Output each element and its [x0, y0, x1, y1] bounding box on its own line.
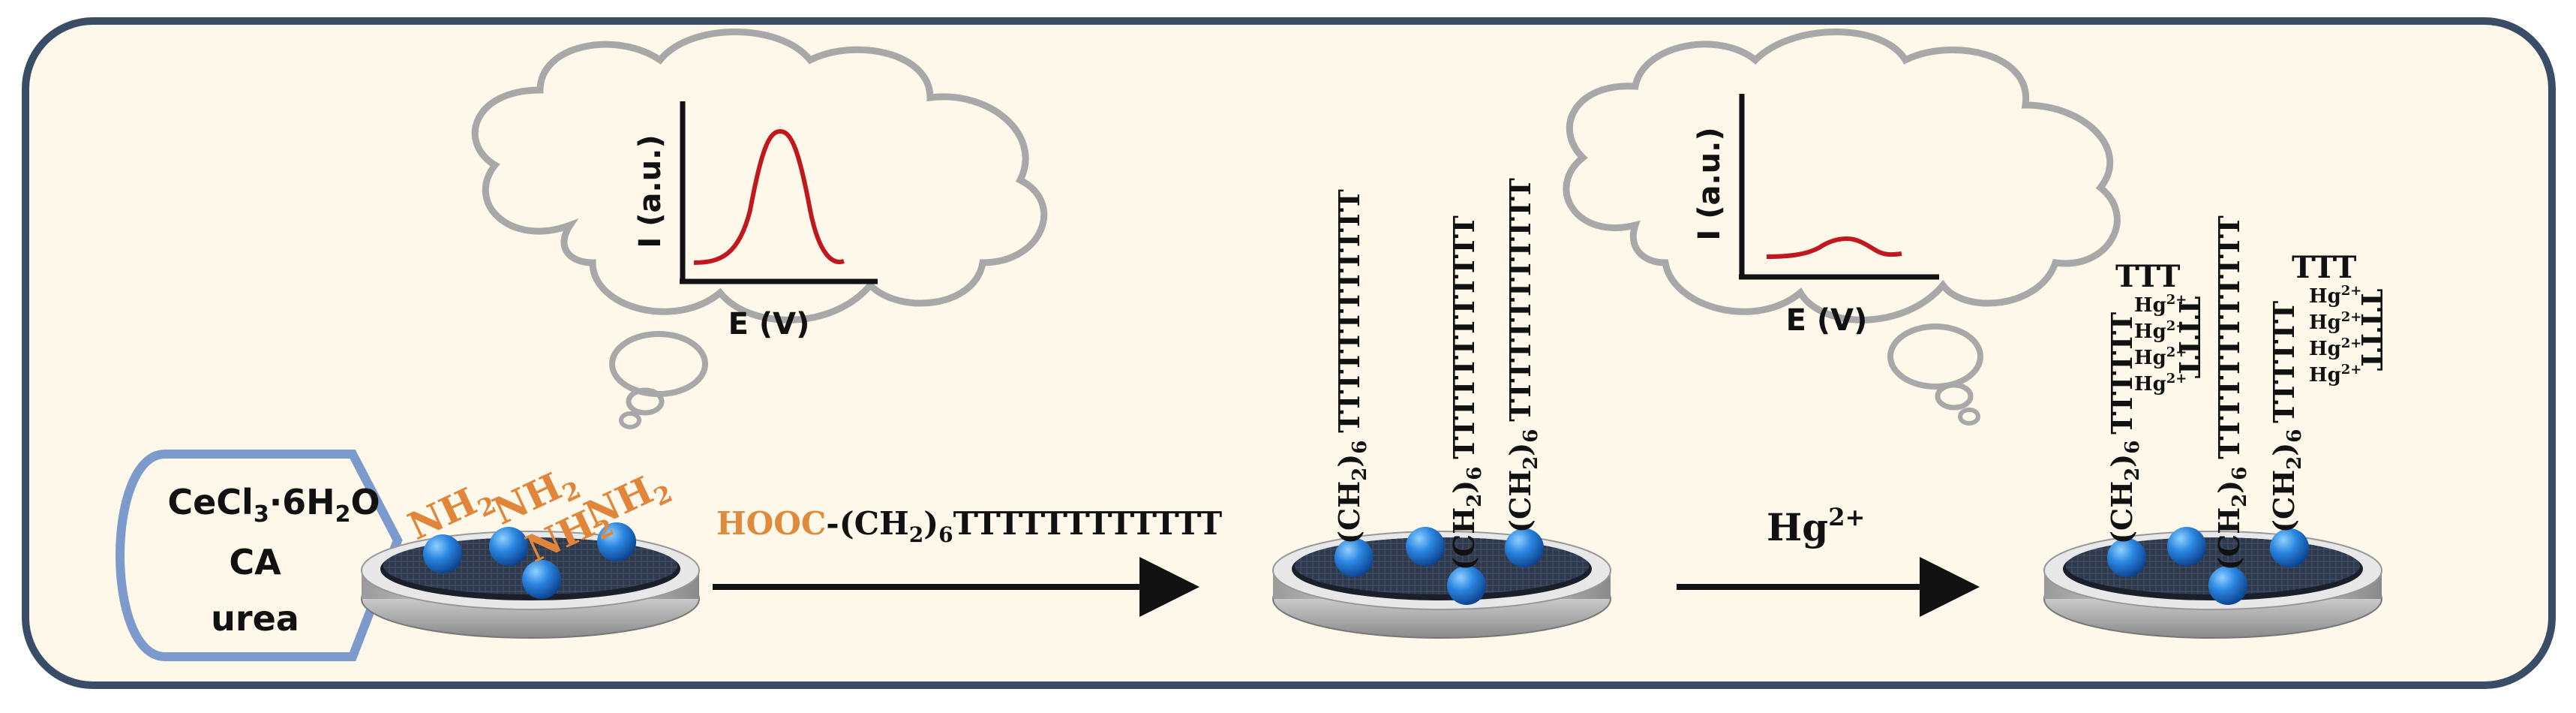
- nanoparticle-bead: [1406, 527, 1445, 566]
- nanoparticle-bead: [2107, 538, 2146, 577]
- folded-strand: (CH2)6TTTTTT: [2267, 301, 2306, 533]
- hg-ion: Hg2+: [2134, 318, 2187, 343]
- nanoparticle-bead: [2167, 527, 2206, 566]
- amine-groups: NH2 NH2 NH2 NH2: [401, 464, 677, 571]
- nanoparticle-bead: [1505, 528, 1544, 567]
- dna-strand: (CH2)6TTTTTTTTTTTT: [1503, 178, 1542, 533]
- step-1-reagent-label: HOOC-(CH2)6TTTTTTTTTTTT: [716, 505, 1222, 547]
- dna-strand: (CH2)6TTTTTTTTTTTT: [1447, 215, 1486, 570]
- cloud-outline: [471, 29, 1048, 323]
- loop-side-t: TTTT: [2172, 296, 2206, 378]
- hg-ion: Hg2+: [2309, 283, 2361, 308]
- cloud-bubble-medium: [626, 387, 665, 416]
- cloud-bubble-small: [619, 411, 641, 429]
- hg-ion: Hg2+: [2134, 344, 2187, 369]
- loop-top-t: TTT: [2115, 259, 2181, 294]
- thought-cloud-high: [471, 29, 1048, 429]
- hg-ion: Hg2+: [2309, 335, 2361, 360]
- cloud-bubble-small: [1958, 408, 1980, 426]
- cloud-outline: [1563, 29, 2121, 323]
- nanoparticle-bead: [489, 527, 528, 566]
- step-2-ion-label: Hg2+: [1767, 503, 1865, 549]
- x-axis-label: E (V): [1786, 303, 1868, 338]
- voltammogram-low: I (a.u.) E (V): [1692, 94, 1939, 338]
- nanoparticle-bead: [2270, 528, 2309, 567]
- dna-strand: (CH2)6TTTTTTTTTTTT: [1332, 189, 1371, 544]
- hg-ion-stack: Hg2+ Hg2+ Hg2+ Hg2+: [2309, 283, 2361, 387]
- hg-ion: Hg2+: [2134, 292, 2187, 317]
- nanoparticle-bead: [597, 522, 636, 561]
- electrode-amine: [361, 522, 700, 639]
- low-peak-curve: [1766, 236, 1902, 259]
- dna-strand: (CH2)6TTTTTTTTTTTT: [2212, 215, 2251, 570]
- voltammogram-high: I (a.u.) E (V): [633, 101, 878, 341]
- folded-strand: (CH2)6TTTTTT: [2105, 312, 2144, 544]
- nanoparticle-bead: [2208, 566, 2247, 605]
- precursor-line-1: CeCl3·6H2O: [167, 482, 380, 528]
- high-peak-curve: [693, 128, 845, 265]
- loop-top-t: TTT: [2292, 250, 2357, 285]
- loop-side-t: TTTT: [2355, 289, 2388, 371]
- step-2-reaction: Hg2+: [1677, 503, 1980, 617]
- thought-cloud-low: [1563, 29, 2121, 426]
- cloud-bubble-medium: [1935, 382, 1974, 411]
- x-axis-label: E (V): [728, 307, 810, 341]
- nanoparticle-bead: [522, 560, 561, 599]
- cloud-bubble-large: [1887, 323, 1983, 390]
- precursor-box: CeCl3·6H2O CA urea: [116, 450, 403, 661]
- hg-ion: Hg2+: [2309, 362, 2361, 387]
- hg-ion: Hg2+: [2134, 371, 2187, 396]
- y-axis-label: I (a.u.): [1692, 127, 1727, 240]
- precursor-line-3: urea: [211, 598, 299, 639]
- outer-frame: [22, 17, 2556, 689]
- nanoparticle-bead: [423, 534, 462, 573]
- hg-complex-strands: (CH2)6TTTTTT TTT TTTT Hg2+ Hg2+ Hg2+ Hg2…: [2105, 215, 2388, 570]
- hg-ion: Hg2+: [2309, 309, 2361, 334]
- precursor-box-outline: [116, 450, 403, 661]
- dna-strands: (CH2)6TTTTTTTTTTTT (CH2)6TTTTTTTTTTTT (C…: [1332, 178, 1542, 570]
- nanoparticle-bead: [1447, 566, 1486, 605]
- electrode-dna: [1272, 527, 1611, 639]
- precursor-line-2: CA: [229, 542, 281, 582]
- nanoparticle-bead: [1335, 538, 1374, 577]
- electrode-hg-complex: [2043, 527, 2382, 639]
- y-axis-label: I (a.u.): [633, 134, 668, 248]
- step-1-reaction: HOOC-(CH2)6TTTTTTTTTTTT: [713, 505, 1222, 617]
- hg-ion-stack: Hg2+ Hg2+ Hg2+ Hg2+: [2134, 292, 2187, 396]
